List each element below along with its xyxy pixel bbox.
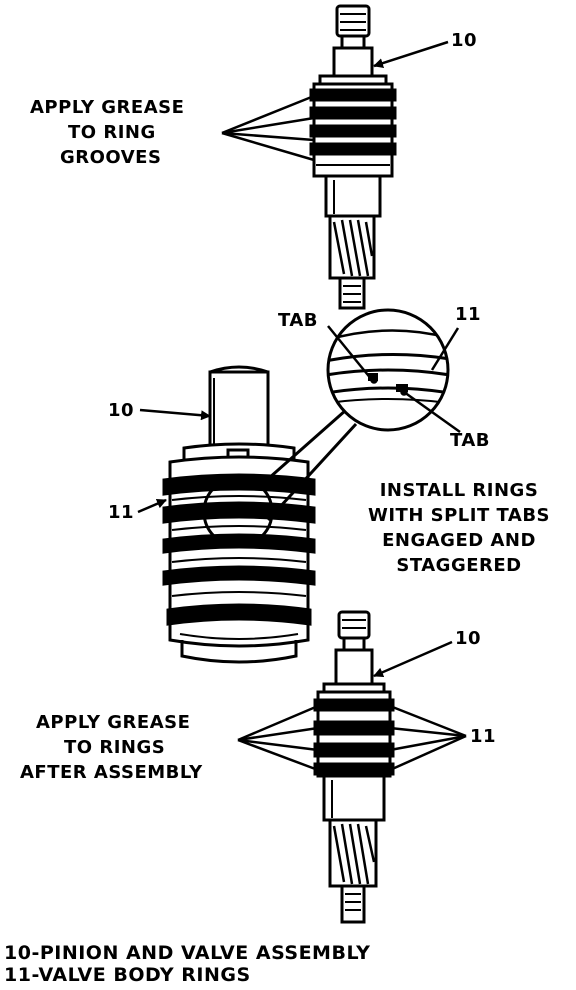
top-grease-note: APPLY GREASE TO RING GROOVES [30, 95, 220, 170]
top-note-line-1: APPLY GREASE [30, 97, 185, 118]
middle-callout-11: 11 [108, 502, 135, 523]
middle-callout-lines [137, 325, 461, 514]
valve-body-with-rings [162, 365, 316, 664]
ring-tab-detail-loupe [326, 308, 450, 432]
top-note-line-3: GROOVES [60, 147, 162, 168]
detail-callout-11: 11 [455, 304, 482, 325]
install-note-line-4: STAGGERED [396, 555, 522, 576]
install-note-line-3: ENGAGED AND [382, 530, 536, 551]
bottom-callout-lines [237, 640, 467, 772]
bottom-note-line-3: AFTER ASSEMBLY [20, 762, 203, 783]
tab-left-label: TAB [278, 310, 319, 331]
bottom-grease-note: APPLY GREASE TO RINGS AFTER ASSEMBLY [20, 710, 240, 785]
legend-item-10: 10-PINION AND VALVE ASSEMBLY [4, 942, 371, 964]
top-note-line-2: TO RING [68, 122, 156, 143]
install-note-line-2: WITH SPLIT TABS [367, 505, 551, 526]
top-callout-lines [221, 40, 449, 162]
bottom-assembled-pinion-valve [313, 610, 395, 924]
install-rings-note: INSTALL RINGS WITH SPLIT TABS ENGAGED AN… [344, 478, 574, 578]
install-note-line-1: INSTALL RINGS [379, 480, 539, 501]
bottom-callout-10: 10 [455, 628, 482, 649]
tab-right-label: TAB [450, 430, 491, 451]
bottom-callout-11: 11 [470, 726, 497, 747]
top-pinion-valve-assembly [309, 4, 397, 310]
bottom-note-line-1: APPLY GREASE [36, 712, 191, 733]
loupe-leader-lines [259, 408, 358, 522]
middle-callout-10: 10 [108, 400, 135, 421]
top-callout-10: 10 [451, 30, 478, 51]
legend-item-11: 11-VALVE BODY RINGS [4, 964, 251, 986]
bottom-note-line-2: TO RINGS [64, 737, 166, 758]
